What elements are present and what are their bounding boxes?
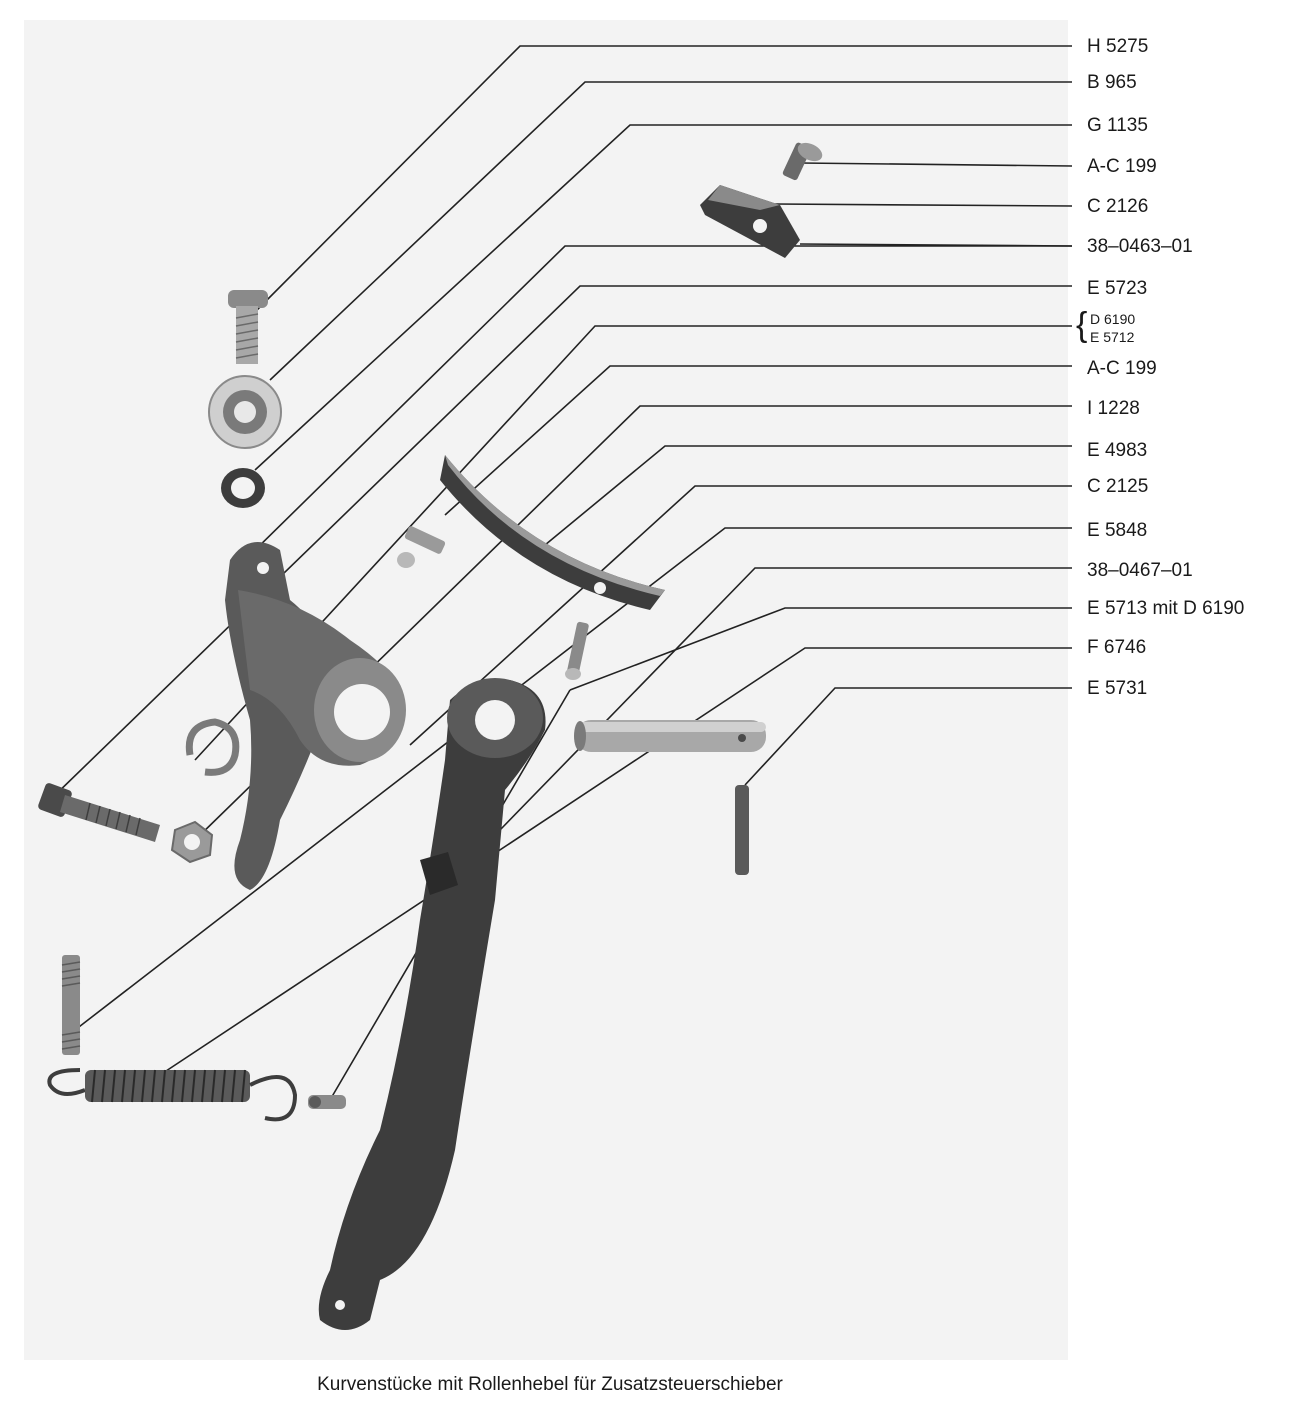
part-label: A-C 199	[1087, 358, 1157, 379]
figure-caption: Kurvenstücke mit Rollenhebel für Zusatzs…	[317, 1374, 783, 1395]
leader-b965	[269, 81, 1072, 381]
part-label: 38–0467–01	[1087, 560, 1193, 581]
part-label: C 2126	[1087, 196, 1149, 217]
leader-c2126	[774, 203, 1073, 207]
grub-screw	[308, 1095, 346, 1109]
part-label: 38–0463–01	[1087, 236, 1193, 257]
leader-g1135	[254, 124, 1072, 471]
part-label: F 6746	[1087, 637, 1147, 658]
roller-lever-arm	[318, 678, 546, 1330]
snap-ring	[185, 718, 240, 776]
part-label: E 4983	[1087, 440, 1148, 461]
part-label-sub: D 6190	[1090, 311, 1136, 327]
part-label: A-C 199	[1087, 156, 1157, 177]
screw-middle	[397, 526, 446, 568]
part-label: E 5848	[1087, 520, 1148, 541]
screw-top-right	[782, 142, 823, 181]
part-label-sub: E 5712	[1090, 329, 1135, 345]
hex-nut	[170, 820, 214, 864]
leader-e5713	[569, 607, 1072, 691]
photo-background	[24, 20, 1068, 1360]
leader-e4983	[544, 445, 1072, 546]
leader-ac199	[444, 365, 1072, 516]
bolt-e5723	[38, 783, 160, 842]
part-label: C 2125	[1087, 476, 1149, 497]
brace-glyph: {	[1076, 306, 1088, 344]
cam-piece-top	[700, 185, 800, 258]
washer-g1135	[221, 468, 265, 508]
part-label: E 5713 mit D 6190	[1087, 598, 1245, 619]
part-label: I 1228	[1087, 398, 1140, 419]
leader-f6746	[159, 647, 1072, 1076]
cam-lever-plate	[225, 542, 406, 890]
leader-c2125	[409, 485, 1072, 746]
curved-cam-segment	[440, 455, 665, 610]
part-label: E 5731	[1087, 678, 1148, 699]
leader-h5275	[254, 45, 1072, 313]
leader-e5723	[49, 285, 1072, 801]
pin-e5713	[574, 720, 766, 752]
leader-d6190	[194, 325, 1072, 761]
leader-e5731	[744, 687, 1072, 786]
part-label: E 5723	[1087, 278, 1148, 299]
bolt-h5275	[228, 290, 268, 364]
part-label: H 5275	[1087, 36, 1149, 57]
leader-ac199-top	[799, 162, 1073, 167]
bearing-b965	[208, 375, 282, 449]
part-label: G 1135	[1087, 115, 1148, 136]
leader-e5723-a	[249, 245, 1072, 556]
dowel-pin-e5731	[735, 785, 749, 875]
threaded-rod	[61, 955, 81, 1055]
leader-e5848	[74, 527, 1072, 1031]
part-label: B 965	[1087, 72, 1137, 93]
tension-spring	[47, 1068, 298, 1122]
screw-lever-top	[565, 621, 589, 680]
